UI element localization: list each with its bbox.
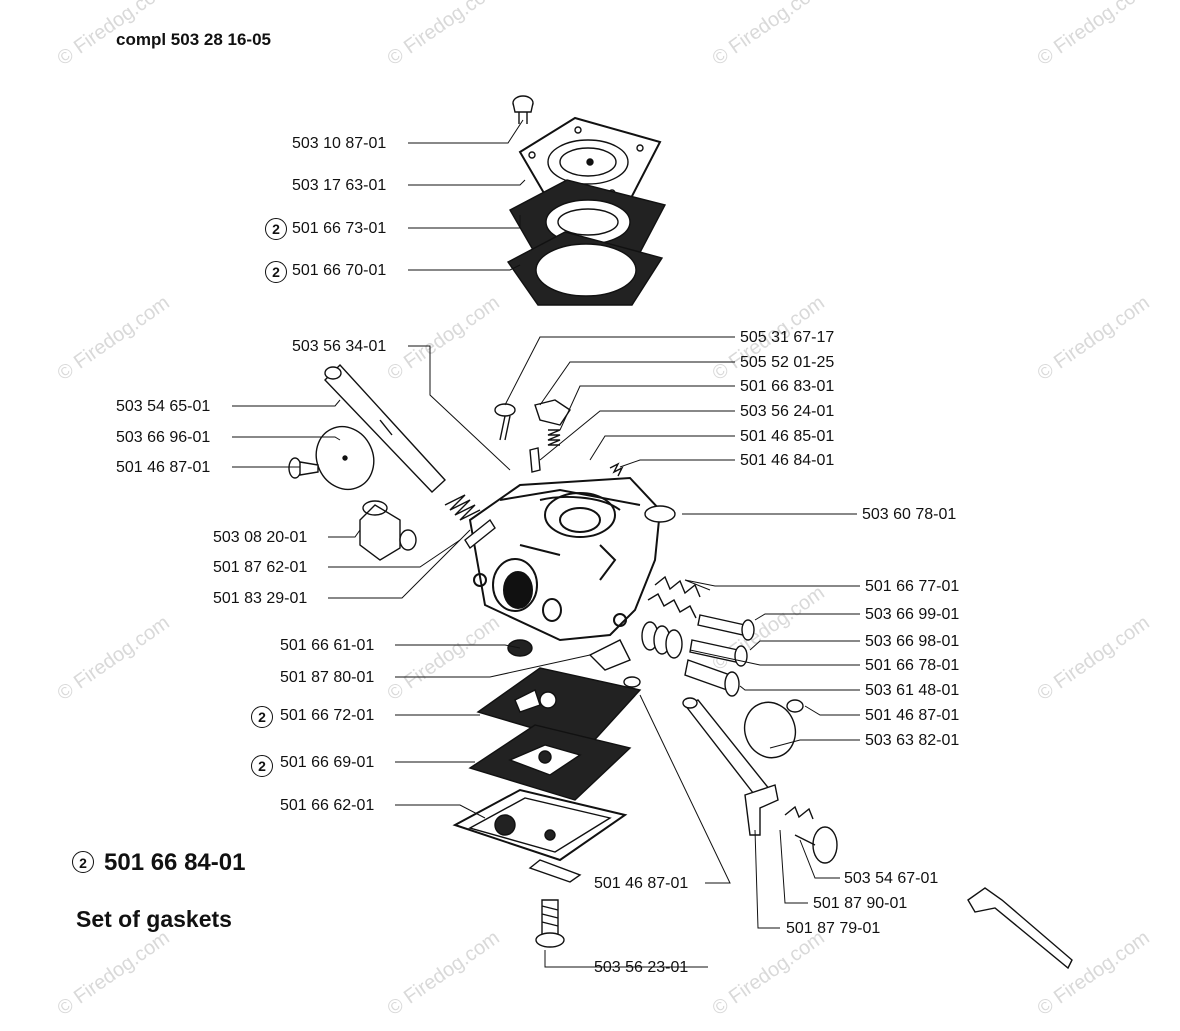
part-number[interactable]: 503 54 67-01	[844, 870, 939, 887]
part-number[interactable]: 503 56 24-01	[740, 403, 835, 420]
welch-plug	[644, 505, 676, 523]
part-number[interactable]: 503 54 65-01	[116, 398, 211, 415]
part-number[interactable]: 501 46 87-01	[116, 459, 211, 476]
part-number[interactable]: 501 46 85-01	[740, 428, 835, 445]
adjust-screw-lower	[689, 639, 748, 667]
adjust-spring-lower	[647, 593, 697, 619]
part-number[interactable]: 501 66 69-01	[280, 754, 375, 771]
pump-gasket	[506, 231, 664, 306]
part-number[interactable]: 501 66 72-01	[280, 707, 375, 724]
lever-spring	[547, 429, 561, 446]
part-number[interactable]: 501 66 78-01	[865, 657, 960, 674]
fuel-elbow	[359, 500, 417, 561]
hex-key	[967, 887, 1073, 970]
choke-spring	[784, 805, 814, 820]
adjust-screw-upper	[697, 614, 755, 641]
part-number[interactable]: 503 10 87-01	[292, 135, 387, 152]
part-number[interactable]: 501 87 90-01	[813, 895, 908, 912]
choke-lever	[464, 518, 496, 550]
needle-screw	[494, 403, 516, 441]
part-number[interactable]: 501 87 79-01	[786, 920, 881, 937]
part-number[interactable]: 501 66 83-01	[740, 378, 835, 395]
kit-marker: 2	[251, 755, 273, 777]
inlet-needle	[529, 447, 541, 473]
kit-code: 501 66 84-01	[104, 849, 246, 876]
small-spring	[609, 462, 624, 477]
part-number[interactable]: 503 17 63-01	[292, 177, 387, 194]
choke-lever-right	[744, 784, 779, 836]
part-number[interactable]: 501 66 70-01	[292, 262, 387, 279]
choke-valve	[743, 701, 797, 759]
metering-lever	[588, 639, 631, 671]
part-number[interactable]: 501 66 61-01	[280, 637, 375, 654]
throttle-valve	[315, 425, 375, 491]
part-number[interactable]: 503 60 78-01	[862, 506, 957, 523]
part-number[interactable]: 501 46 84-01	[740, 452, 835, 469]
idle-screw	[684, 659, 740, 697]
spring-left	[444, 494, 481, 521]
part-number[interactable]: 505 31 67-17	[740, 329, 835, 346]
part-number[interactable]: 503 66 98-01	[865, 633, 960, 650]
metering-diaphragm	[468, 724, 632, 801]
leader-lines	[232, 119, 860, 968]
part-number[interactable]: 501 87 62-01	[213, 559, 308, 576]
part-number[interactable]: 503 08 20-01	[213, 529, 308, 546]
part-number[interactable]: 501 83 29-01	[213, 590, 308, 607]
throttle-shaft	[324, 363, 446, 493]
metering-gasket	[476, 667, 642, 746]
part-number[interactable]: 505 52 01-25	[740, 354, 835, 371]
part-number[interactable]: 503 56 23-01	[594, 959, 689, 976]
kit-description: Set of gaskets	[76, 906, 232, 932]
control-lever	[534, 399, 571, 426]
part-number[interactable]: 503 63 82-01	[865, 732, 960, 749]
part-number[interactable]: 503 66 99-01	[865, 606, 960, 623]
idle-spring	[641, 621, 683, 659]
part-number[interactable]: 501 46 87-01	[865, 707, 960, 724]
part-number[interactable]: 503 61 48-01	[865, 682, 960, 699]
screw-left	[288, 457, 319, 479]
kit-marker: 2	[72, 851, 94, 873]
part-number[interactable]: 503 66 96-01	[116, 429, 211, 446]
screw-right	[786, 699, 804, 713]
carburetor-body	[468, 476, 662, 642]
part-number[interactable]: 501 66 62-01	[280, 797, 375, 814]
detent-ball	[794, 826, 838, 864]
part-number[interactable]: 501 46 87-01	[594, 875, 689, 892]
metering-cover	[452, 788, 628, 883]
kit-marker: 2	[265, 261, 287, 283]
kit-marker: 2	[251, 706, 273, 728]
part-number[interactable]: 501 66 73-01	[292, 220, 387, 237]
cover-screw	[535, 899, 565, 948]
assembly-title: compl 503 28 16-05	[116, 30, 271, 49]
part-number[interactable]: 501 66 77-01	[865, 578, 960, 595]
part-number[interactable]: 501 87 80-01	[280, 669, 375, 686]
screw-top	[512, 95, 534, 124]
kit-marker: 2	[265, 218, 287, 240]
adjust-spring-upper	[654, 575, 701, 598]
part-number[interactable]: 503 56 34-01	[292, 338, 387, 355]
